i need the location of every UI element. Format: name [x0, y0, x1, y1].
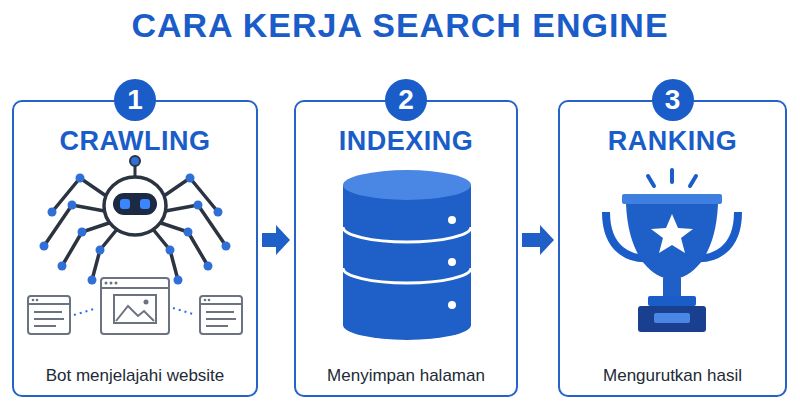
step-panel: 1CRAWLINGBot menjelajahi website [12, 100, 258, 397]
flow-arrow [522, 225, 554, 255]
database-icon [343, 170, 471, 340]
step-heading: RANKING [560, 126, 785, 157]
step-description: Bot menjelajahi website [14, 366, 256, 386]
step-number: 2 [385, 79, 427, 121]
step-heading: INDEXING [296, 126, 516, 157]
step-description: Mengurutkan hasil [560, 366, 785, 386]
step-number: 1 [114, 79, 156, 121]
flow-arrow [262, 225, 290, 255]
step-description: Menyimpan halaman [296, 366, 516, 386]
step-panel: 2INDEXINGMenyimpan halaman [294, 100, 518, 397]
step-number: 3 [652, 79, 694, 121]
web-pages [28, 278, 242, 334]
trophy-icon [606, 170, 738, 332]
diagram-title: CARA KERJA SEARCH ENGINE [0, 6, 800, 45]
step-heading: CRAWLING [14, 126, 256, 157]
crawler-bot [40, 156, 231, 285]
step-panel: 3RANKINGMengurutkan hasil [558, 100, 787, 397]
